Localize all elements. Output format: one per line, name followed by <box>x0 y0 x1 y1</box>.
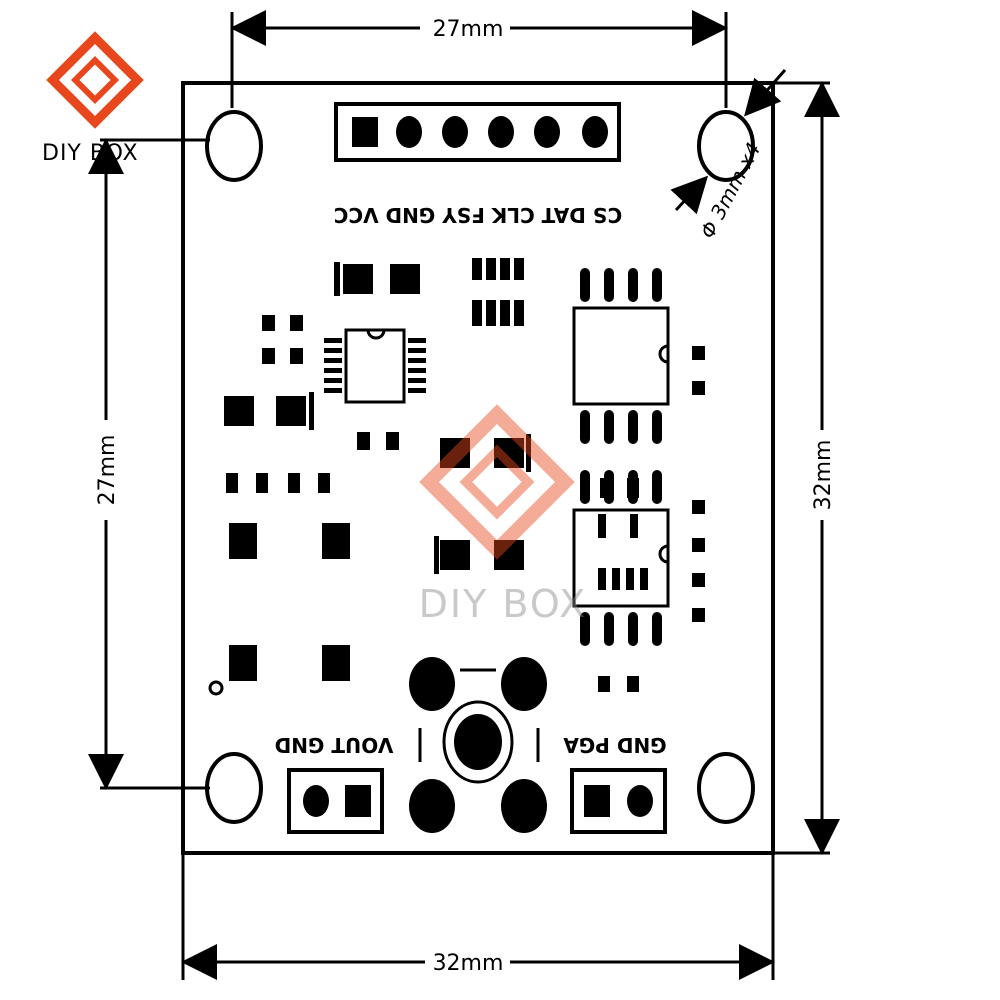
ic-small <box>324 328 426 404</box>
dim-bottom-32mm <box>181 855 775 980</box>
connector-left <box>287 768 384 834</box>
dim-top-label: 27mm <box>433 17 504 42</box>
dim-top-27mm <box>230 10 728 108</box>
pin-square <box>352 117 378 147</box>
logo-icon <box>46 31 144 129</box>
smd-components <box>224 258 705 692</box>
hole-callout <box>670 69 787 215</box>
logo-text: DIY BOX <box>42 141 139 166</box>
dim-right-label: 32mm <box>811 440 836 511</box>
dim-left-27mm <box>88 138 210 790</box>
ic-right-bottom <box>572 470 670 646</box>
watermark-icon <box>419 404 575 560</box>
mounting-holes <box>205 110 755 824</box>
connector-left-labels: VOUT GND <box>275 733 394 757</box>
diybox-logo: DIY BOX <box>42 31 144 166</box>
connector-right-labels: GND PGA <box>563 733 667 757</box>
mounting-hole-br <box>697 752 755 824</box>
dim-bottom-label: 32mm <box>433 951 504 976</box>
push-button <box>409 657 547 833</box>
diybox-watermark: DIY BOX <box>419 404 588 626</box>
mounting-hole-tr <box>697 110 755 182</box>
pin-header-labels: CS DAT CLK FSY GND VCC <box>334 203 623 227</box>
watermark-text: DIY BOX <box>419 582 588 626</box>
mounting-hole-tl <box>205 110 263 182</box>
connector-right <box>570 768 667 834</box>
pin-header <box>334 102 621 162</box>
mounting-hole-bl <box>205 752 263 824</box>
ic-right-top <box>572 268 670 444</box>
dim-left-label: 27mm <box>95 435 120 506</box>
